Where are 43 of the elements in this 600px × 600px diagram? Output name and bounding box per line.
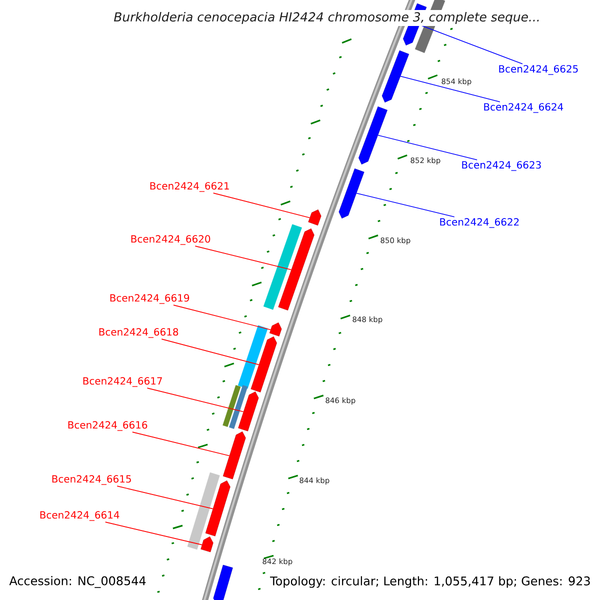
gene-label: Bcen2424_6622 [440,218,519,228]
gene-label: Bcen2424_6620 [131,235,210,245]
gene-label: Bcen2424_6615 [52,475,131,485]
leader-line [161,338,260,366]
leader-line [194,246,292,270]
gene-feature [238,392,259,432]
gene-feature [205,480,230,536]
accession-text: Accession: NC_008544 [9,576,146,588]
leader-line [356,192,455,218]
gene-feature [338,168,364,218]
gene-feature [200,536,214,552]
feature-bar [229,385,248,429]
gene-feature [213,564,233,600]
gene-feature [308,209,322,226]
leader-line [173,304,271,330]
gene-label: Bcen2424_6618 [99,328,178,338]
gene-feature [382,50,410,102]
gene-label: Bcen2424_6621 [150,182,229,192]
gene-feature [222,431,246,480]
leader-line [132,432,230,456]
leader-line [116,486,214,510]
gene-label: Bcen2424_6624 [484,103,564,113]
feature-bar [263,224,302,310]
leader-line [104,522,202,546]
gene-feature [269,322,282,336]
gene-label: Bcen2424_6617 [83,377,162,387]
gene-label: Bcen2424_6625 [499,65,578,75]
feature-bar [238,325,268,389]
gene-label: Bcen2424_6619 [110,294,190,304]
feature-bar [222,385,241,427]
gene-feature [278,228,314,310]
gene-feature [250,336,277,392]
feature-bar [187,472,220,550]
summary-text: Topology: circular; Length: 1,055,417 bp; Genes: 923 [270,576,590,588]
leader-line [378,134,478,160]
gene-feature [358,106,388,164]
leader-line [212,192,310,218]
gene-label: Bcen2424_6616 [68,421,148,431]
gene-label: Bcen2424_6623 [462,161,541,171]
leader-line [400,76,500,102]
gene-label: Bcen2424_6614 [40,511,120,521]
map-title: Burkholderia cenocepacia HI2424 chromosome 3, complete seque... [112,10,542,26]
leader-line [146,388,244,412]
